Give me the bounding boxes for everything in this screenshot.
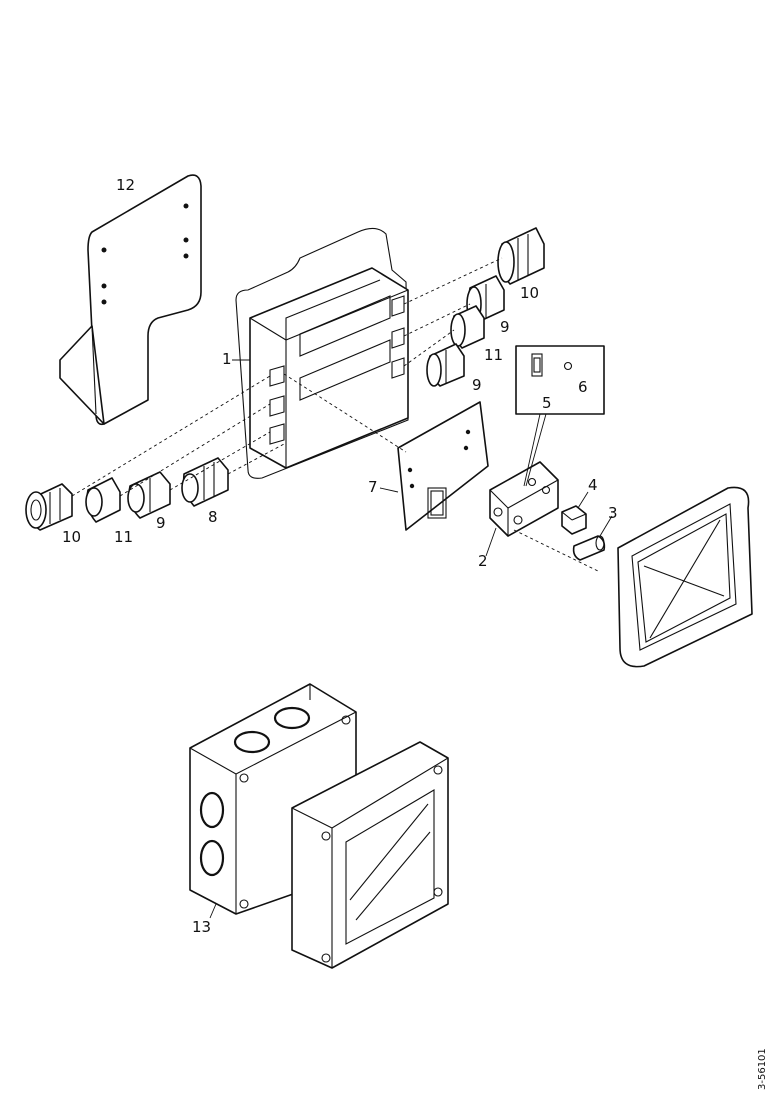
- callout-13: 13: [192, 918, 212, 936]
- callout-9-upper-right: 9: [500, 318, 510, 336]
- cable-gland-10-right: [497, 227, 545, 285]
- fuse-3: [572, 535, 606, 561]
- callout-8: 8: [208, 508, 218, 526]
- cable-gland-10-left: [25, 483, 73, 531]
- housing-lid: [291, 741, 449, 969]
- callout-9-left: 9: [156, 514, 166, 532]
- callout-10-right: 10: [520, 284, 540, 302]
- plug-8: [181, 457, 229, 507]
- fuse-holder-4: [561, 505, 587, 535]
- lock-nut-9-left: [127, 471, 171, 519]
- terminal-block-2: [489, 461, 559, 537]
- callout-3: 3: [608, 504, 618, 522]
- seal-11-left: [85, 477, 121, 523]
- callout-7: 7: [368, 478, 378, 496]
- lock-nut-9-lower-right: [426, 343, 465, 387]
- callout-6: 6: [578, 378, 588, 396]
- detail-inset: [515, 345, 605, 487]
- document-id: 3-56101: [757, 1048, 768, 1090]
- callout-10-left: 10: [62, 528, 82, 546]
- mounting-plate-12: [59, 174, 202, 426]
- callout-12: 12: [116, 176, 136, 194]
- seal-11-right: [450, 305, 485, 349]
- callout-1: 1: [222, 350, 232, 368]
- circuit-board-7: [397, 401, 489, 531]
- callout-4: 4: [588, 476, 598, 494]
- callout-11-right: 11: [484, 346, 504, 364]
- enclosure-1: [235, 227, 409, 479]
- callout-2: 2: [478, 552, 488, 570]
- cover-frame: [617, 486, 753, 668]
- callout-5: 5: [542, 394, 552, 412]
- callout-11-left: 11: [114, 528, 134, 546]
- callout-9-lower-right: 9: [472, 376, 482, 394]
